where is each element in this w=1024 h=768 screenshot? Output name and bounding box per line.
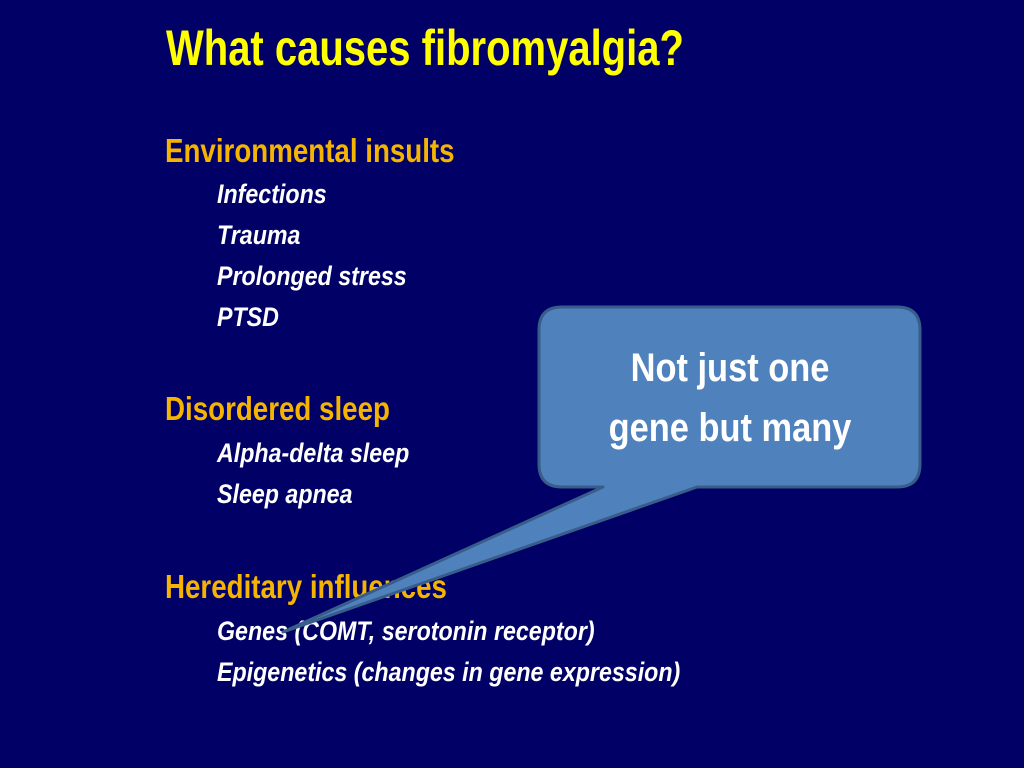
section-heading-sleep: Disordered sleep	[165, 390, 390, 427]
list-item: Trauma	[217, 220, 301, 250]
list-item: Alpha-delta sleep	[217, 438, 410, 468]
section-heading-environmental: Environmental insults	[165, 132, 455, 169]
list-item: PTSD	[217, 302, 279, 332]
list-item: Epigenetics (changes in gene expression)	[217, 657, 681, 687]
list-item: Genes (COMT, serotonin receptor)	[217, 616, 595, 646]
list-item: Infections	[217, 179, 327, 209]
callout-text: Not just one gene but many	[567, 338, 892, 458]
slide-title: What causes fibromyalgia?	[166, 20, 684, 76]
list-item: Prolonged stress	[217, 261, 407, 291]
section-heading-hereditary: Hereditary influences	[165, 568, 447, 605]
callout-line: Not just one	[630, 346, 830, 390]
callout-line: gene but many	[608, 406, 852, 450]
list-item: Sleep apnea	[217, 479, 353, 509]
